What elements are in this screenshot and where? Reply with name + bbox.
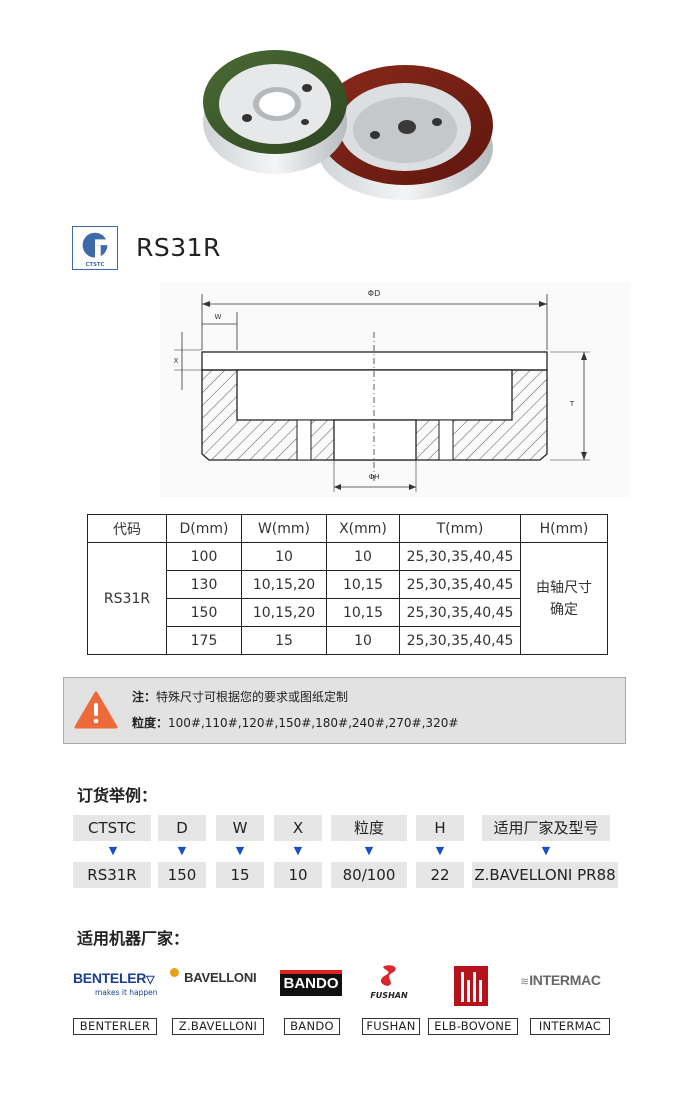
- table-code-cell: RS31R: [87, 542, 167, 655]
- warning-icon: [74, 691, 118, 729]
- order-example-title: 订货举例：: [77, 786, 158, 805]
- benteler-tagline: makes it happen: [95, 988, 158, 997]
- table-cell: 10: [326, 626, 400, 655]
- table-cell: 25,30,35,40,45: [399, 570, 521, 599]
- arrow-down-icon: ▼: [364, 844, 374, 857]
- technical-drawing: ΦD W X T ΦH: [160, 282, 630, 497]
- table-cell: 10,15,20: [241, 570, 327, 599]
- elb-bovone-logo: [454, 966, 488, 1006]
- table-row: 150 10,15,20 10,15 25,30,35,40,45: [88, 598, 608, 627]
- table-cell: 10: [326, 542, 400, 571]
- table-header: H(mm): [520, 514, 608, 543]
- brand-label-elb-bovone: ELB-BOVONE: [428, 1018, 518, 1035]
- order-value-machine: Z.BAVELLONI PR88: [472, 862, 618, 888]
- order-field-x: X: [274, 815, 322, 841]
- order-field-ctstc: CTSTC: [73, 815, 151, 841]
- benteler-logo-text: BENTELER: [73, 970, 147, 986]
- bavelloni-logo: BAVELLONI: [170, 967, 266, 993]
- brand-label-fushan: FUSHAN: [362, 1018, 420, 1035]
- dim-phi-h: ΦH: [369, 473, 380, 481]
- brand-label-bavelloni: Z.BAVELLONI: [172, 1018, 264, 1035]
- table-cell: 10,15,20: [241, 598, 327, 627]
- table-row: 175 15 10 25,30,35,40,45: [88, 626, 608, 655]
- note-label-2: 粒度：: [132, 716, 169, 730]
- ctstc-logo: CTSTC: [72, 226, 118, 270]
- table-cell: 25,30,35,40,45: [399, 542, 521, 571]
- table-header: T(mm): [399, 514, 521, 543]
- brand-label-intermac: INTERMAC: [530, 1018, 610, 1035]
- table-cell: 175: [166, 626, 242, 655]
- intermac-mark-icon: ≋: [520, 975, 530, 988]
- note-label-1: 注：: [132, 690, 157, 704]
- bavelloni-dot-icon: [170, 968, 179, 977]
- table-cell: 25,30,35,40,45: [399, 598, 521, 627]
- benteler-logo: BENTELER▽ makes it happen: [73, 970, 159, 1000]
- table-cell: 100: [166, 542, 242, 571]
- h-note-line2: 确定: [550, 601, 578, 618]
- note-text-1: 特殊尺寸可根据您的要求或图纸定制: [156, 690, 349, 704]
- fushan-emblem-icon: [380, 965, 396, 986]
- table-cell: 25,30,35,40,45: [399, 626, 521, 655]
- brands-title: 适用机器厂家：: [77, 929, 190, 948]
- table-cell: 150: [166, 598, 242, 627]
- table-row: RS31R 100 10 10 25,30,35,40,45 由轴尺寸 确定: [87, 542, 608, 655]
- order-field-d: D: [158, 815, 206, 841]
- note-line-2: 粒度：100#,110#,120#,150#,180#,240#,270#,32…: [132, 714, 458, 731]
- dim-x: X: [174, 357, 179, 365]
- table-cell: 10,15: [326, 570, 400, 599]
- order-field-machine: 适用厂家及型号: [482, 815, 610, 841]
- arrow-down-icon: ▼: [293, 844, 303, 857]
- intermac-logo-text: INTERMAC: [529, 972, 601, 988]
- order-value-x: 10: [274, 862, 322, 888]
- note-text-2: 100#,110#,120#,150#,180#,240#,270#,320#: [168, 716, 459, 730]
- table-row: 130 10,15,20 10,15 25,30,35,40,45: [88, 570, 608, 599]
- note-box: [63, 677, 626, 744]
- order-value-h: 22: [416, 862, 464, 888]
- dim-w: W: [215, 313, 222, 321]
- table-cell: 10,15: [326, 598, 400, 627]
- dim-t: T: [569, 400, 575, 408]
- arrow-down-icon: ▼: [541, 844, 551, 857]
- arrow-down-icon: ▼: [235, 844, 245, 857]
- brand-label-benteler: BENTERLER: [73, 1018, 157, 1035]
- table-header: W(mm): [241, 514, 327, 543]
- spec-table: 代码 D(mm) W(mm) X(mm) T(mm) H(mm) RS31R 1…: [87, 514, 608, 655]
- table-cell: 10: [241, 542, 327, 571]
- fushan-logo: FUSHAN: [366, 963, 412, 1001]
- h-note-line1: 由轴尺寸: [536, 579, 592, 596]
- table-header: 代码: [87, 514, 167, 543]
- order-field-h: H: [416, 815, 464, 841]
- bavelloni-logo-text: BAVELLONI: [184, 970, 257, 985]
- order-value-w: 15: [216, 862, 264, 888]
- order-value-grit: 80/100: [331, 862, 407, 888]
- table-cell: 130: [166, 570, 242, 599]
- table-header-row: 代码 D(mm) W(mm) X(mm) T(mm) H(mm): [87, 514, 608, 543]
- fushan-logo-text: FUSHAN: [370, 991, 408, 1000]
- arrow-down-icon: ▼: [108, 844, 118, 857]
- intermac-logo: ≋INTERMAC: [520, 970, 620, 990]
- product-photo: [203, 50, 493, 200]
- logo-text: CTSTC: [86, 262, 105, 268]
- dim-phi-d: ΦD: [368, 289, 380, 298]
- bando-logo-text: BANDO: [283, 975, 339, 992]
- order-field-grit: 粒度: [331, 815, 407, 841]
- page-title: RS31R: [136, 233, 221, 262]
- table-header: D(mm): [166, 514, 242, 543]
- order-value-code: RS31R: [73, 862, 151, 888]
- table-header: X(mm): [326, 514, 400, 543]
- triangle-icon: ▽: [146, 974, 155, 986]
- bando-logo: BANDO: [280, 970, 342, 996]
- table-cell: 15: [241, 626, 327, 655]
- arrow-down-icon: ▼: [177, 844, 187, 857]
- table-h-note-cell: 由轴尺寸 确定: [520, 542, 608, 655]
- order-field-w: W: [216, 815, 264, 841]
- arrow-down-icon: ▼: [435, 844, 445, 857]
- note-line-1: 注：特殊尺寸可根据您的要求或图纸定制: [132, 688, 348, 705]
- order-value-d: 150: [158, 862, 206, 888]
- brand-label-bando: BANDO: [284, 1018, 340, 1035]
